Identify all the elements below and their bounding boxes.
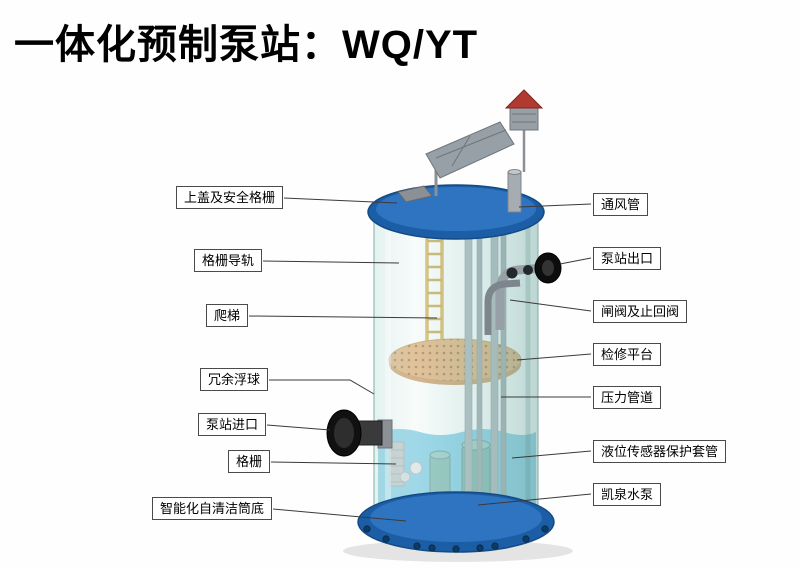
glass-shell <box>373 209 539 547</box>
pump-small <box>429 450 451 511</box>
connector-self-cleaning <box>272 508 407 522</box>
top-lid <box>367 184 545 240</box>
page-title: 一体化预制泵站：WQ/YT <box>14 23 479 67</box>
ladder <box>425 222 444 346</box>
connector-lines <box>248 197 592 522</box>
connector-float <box>269 379 375 395</box>
interior <box>378 213 536 542</box>
connector-level-sensor <box>511 450 592 459</box>
connector-grille-rail <box>262 260 400 264</box>
label-gate-check-valve: 闸阀及止回阀 <box>593 300 688 323</box>
label-self-cleaning-bottom: 智能化自清洁筒底 <box>152 497 273 520</box>
control-panel <box>425 121 515 179</box>
flange-bolts <box>363 525 549 553</box>
roof-ventilator <box>504 89 544 172</box>
label-grille-guide-rail: 格栅导轨 <box>194 249 263 272</box>
vent-stack <box>507 169 522 213</box>
connector-outlet <box>559 257 592 265</box>
label-vent-pipe: 通风管 <box>593 193 649 216</box>
outlet-flange <box>534 252 562 284</box>
label-pressure-pipe: 压力管道 <box>593 386 662 409</box>
check-valve <box>506 267 518 279</box>
connector-inlet <box>266 424 331 431</box>
gate-valve <box>523 265 533 275</box>
connector-top-cover <box>283 197 398 204</box>
label-redundant-float: 冗余浮球 <box>200 368 269 391</box>
maintenance-platform <box>388 338 522 385</box>
label-pump-outlet: 泵站出口 <box>593 247 662 270</box>
connector-vent <box>518 203 592 208</box>
connector-valves <box>509 299 592 312</box>
ground-shadow <box>343 540 573 562</box>
label-pump-inlet: 泵站进口 <box>198 413 267 436</box>
inlet-pipe <box>326 409 393 457</box>
pressure-pipes <box>464 213 507 505</box>
label-top-cover-safety-grille: 上盖及安全格栅 <box>176 186 284 209</box>
internal-grille <box>389 441 405 487</box>
label-ladder: 爬梯 <box>206 304 249 327</box>
water <box>378 429 536 542</box>
label-grille: 格栅 <box>228 450 271 473</box>
pump-main <box>460 439 492 520</box>
label-kaiquan-pump: 凯泉水泵 <box>593 483 662 506</box>
outlet-pipe <box>484 252 562 335</box>
access-hatch <box>397 185 433 203</box>
label-level-sensor-sleeve: 液位传感器保护套管 <box>593 440 727 463</box>
float-balls <box>399 461 423 483</box>
connector-platform <box>516 353 592 361</box>
connector-grille <box>270 461 397 465</box>
rooftop-equipment <box>425 89 544 213</box>
bottom-flange <box>357 491 555 553</box>
connector-pump <box>477 493 592 506</box>
connector-ladder <box>248 315 438 319</box>
label-maintenance-platform: 检修平台 <box>593 343 662 366</box>
